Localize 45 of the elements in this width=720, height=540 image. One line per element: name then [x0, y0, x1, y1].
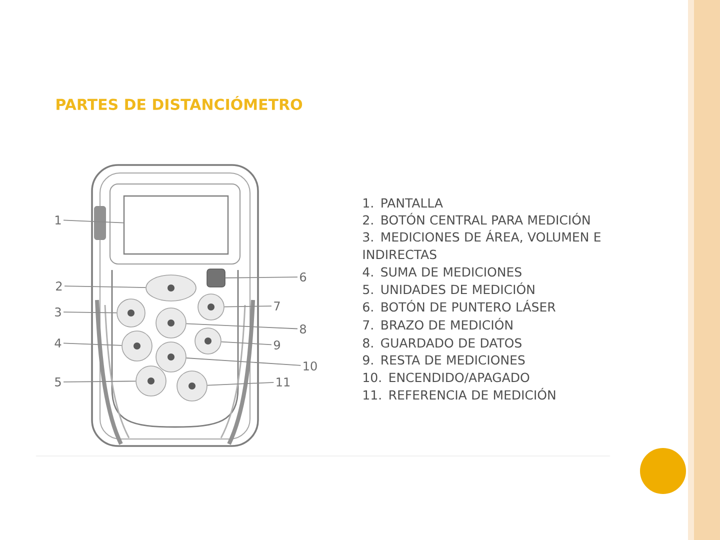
parts-list-item: 4. SUMA DE MEDICIONES [362, 267, 522, 277]
parts-list-item: 9. RESTA DE MEDICIONES [363, 355, 525, 365]
leader-line [64, 286, 146, 288]
keypad-button [206, 268, 226, 288]
keypad-button [122, 330, 152, 362]
callout-number: 6 [300, 272, 306, 282]
callout-number: 9 [274, 340, 280, 350]
leader-line [63, 342, 122, 346]
leader-line [224, 276, 298, 278]
parts-list-item: 2. BOTÓN CENTRAL PARA MEDICIÓN [363, 212, 590, 225]
parts-list-item: 8. GUARDADO DE DATOS [363, 338, 522, 348]
keypad-button [198, 294, 224, 320]
callout-number: 7 [274, 302, 280, 310]
callout-number: 3 [55, 307, 61, 317]
leader-line [186, 323, 298, 330]
callout-number: 5 [55, 378, 61, 386]
keypad-button [194, 328, 222, 354]
keypad-button [156, 308, 186, 338]
callout-number: 1 [56, 216, 61, 224]
parts-list-item: 3. MEDICIONES DE ÁREA, VOLUMEN E INDIRECTAS [363, 230, 600, 260]
parts-list-item: 7. BRAZO DE MEDICIÓN [363, 318, 512, 330]
parts-list-item: 1. PANTALLA [364, 198, 443, 208]
parts-list-item: 10. ENCENDIDO/APAGADO [364, 372, 530, 384]
leader-line [186, 358, 302, 366]
display-screen [123, 195, 229, 255]
callout-number: 8 [300, 324, 306, 334]
leader-line [220, 341, 272, 346]
parts-list-item: 11. REFERENCIA DE MEDICIÓN [364, 388, 556, 400]
keypad-button [136, 366, 166, 396]
callout-number: 2 [56, 282, 62, 290]
leader-line [63, 220, 124, 224]
parts-list-item: 5. UNIDADES DE MEDICIÓN [363, 282, 534, 294]
callout-number: 4 [54, 338, 62, 348]
callout-number: 11 [276, 378, 290, 386]
parts-list-item: 6. BOTÓN DE PUNTERO LÁSER [363, 300, 556, 312]
leader-line [63, 380, 136, 382]
keypad-button [176, 370, 208, 402]
slide-title: PARTES DE DISTANCIÓMETRO [56, 96, 302, 110]
keypad-button [146, 274, 196, 302]
leader-line [224, 306, 272, 308]
leader-line [63, 312, 118, 314]
keypad-button [116, 298, 146, 328]
callout-number: 10 [304, 361, 317, 371]
leader-line [206, 382, 274, 386]
keypad-button [156, 342, 186, 372]
